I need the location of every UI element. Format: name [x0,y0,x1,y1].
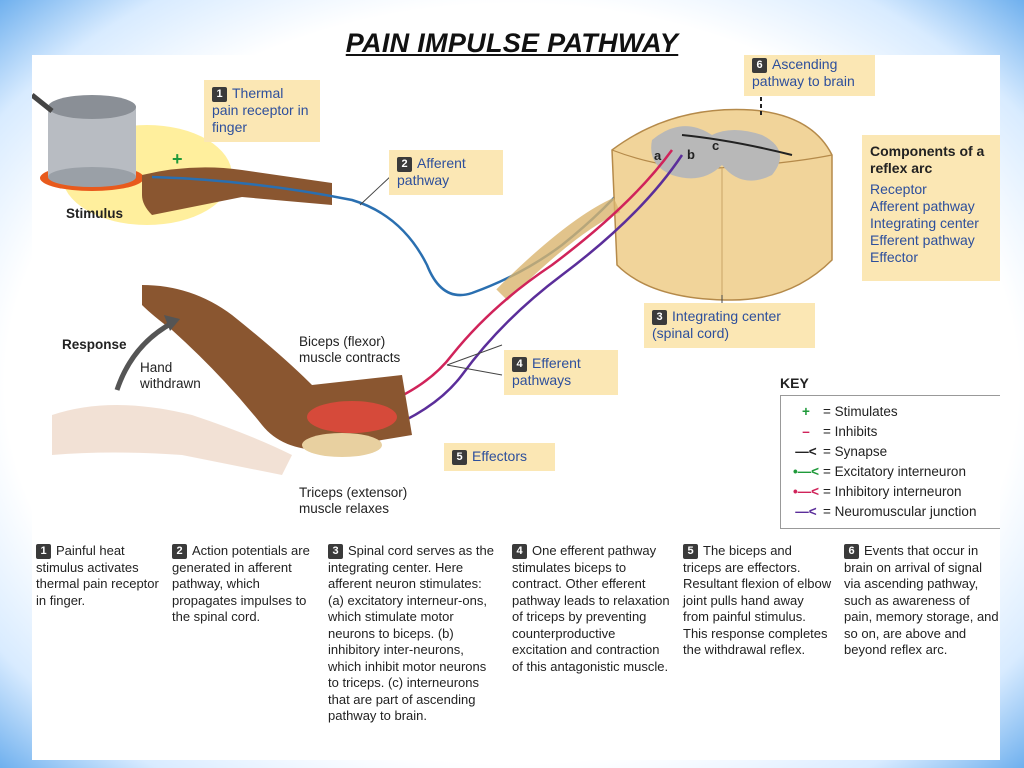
label-integrating-text: Integrating center (spinal cord) [652,308,781,341]
key-symbol: •—< [792,464,820,479]
withdraw-arrow [114,320,174,391]
diagram-panel: + a b c [32,55,1000,760]
key-text: = Synapse [823,444,888,459]
label-efferent-text: Efferent pathways [512,355,581,388]
key-row: —< = Synapse [789,442,1000,462]
label-effectors-text: Effectors [472,448,527,464]
key-symbol: —< [795,504,817,519]
key-symbol: + [802,404,810,419]
component-item: Afferent pathway [870,198,975,214]
key-row: •—<= Inhibitory interneuron [789,482,1000,502]
components-title: Components of a reflex arc [870,143,985,176]
triceps-muscle [302,433,382,457]
key-row: •—<= Excitatory interneuron [789,462,1000,482]
key-row: —< = Neuromuscular junction [789,502,1000,522]
biceps-muscle [307,401,397,433]
label-response: Response [62,337,127,352]
withdrawn-arm-ghost [52,405,292,475]
label-receptor-text: Thermal pain receptor in finger [212,85,309,135]
key-symbol: •—< [792,484,820,499]
diagram-illustration: + a b c [32,57,833,475]
label-b: b [687,147,695,162]
label-biceps: Biceps (flexor) muscle contracts [299,334,401,365]
label-a: a [654,148,662,163]
key-text: = Excitatory interneuron [823,464,966,479]
page-title: PAIN IMPULSE PATHWAY [345,28,679,58]
withdraw-arrowhead [164,315,180,331]
efferent-pathway-pink [351,149,674,417]
key-row: –= Inhibits [789,422,1000,442]
efferent-pathway-purple [361,154,684,440]
component-item: Receptor [870,181,927,197]
label-triceps: Triceps (extensor) muscle relaxes [299,485,408,516]
key-symbol: – [802,424,810,439]
ascending-pathway-line [681,134,793,156]
key-symbol: —< [795,444,817,459]
stimulus-illustration [32,93,232,225]
key-text: = Inhibits [823,424,878,439]
key-body: + = Stimulates –= Inhibits —< = Synapse •—… [780,395,1000,529]
key-title: KEY [780,375,809,391]
key-text: = Stimulates [823,404,898,419]
spinal-cord [496,108,833,301]
plus-sign: + [172,149,183,169]
key-row: + = Stimulates [789,402,1000,422]
component-item: Efferent pathway [870,232,975,248]
key-text: = Neuromuscular junction [823,504,977,519]
label-ascending-text: Ascending pathway to brain [752,56,855,89]
label-afferent-text: Afferent pathway [397,155,466,188]
components-box: Components of a reflex arc Receptor Affe… [862,135,1000,281]
label-c: c [712,138,719,153]
component-item: Integrating center [870,215,979,231]
label-hand-withdrawn: Hand withdrawn [140,360,201,391]
key-legend: KEY + = Stimulates –= Inhibits —< = Synaps… [780,375,1000,529]
key-text: = Inhibitory interneuron [823,484,962,499]
component-item: Effector [870,249,918,265]
label-stimulus: Stimulus [66,206,124,221]
